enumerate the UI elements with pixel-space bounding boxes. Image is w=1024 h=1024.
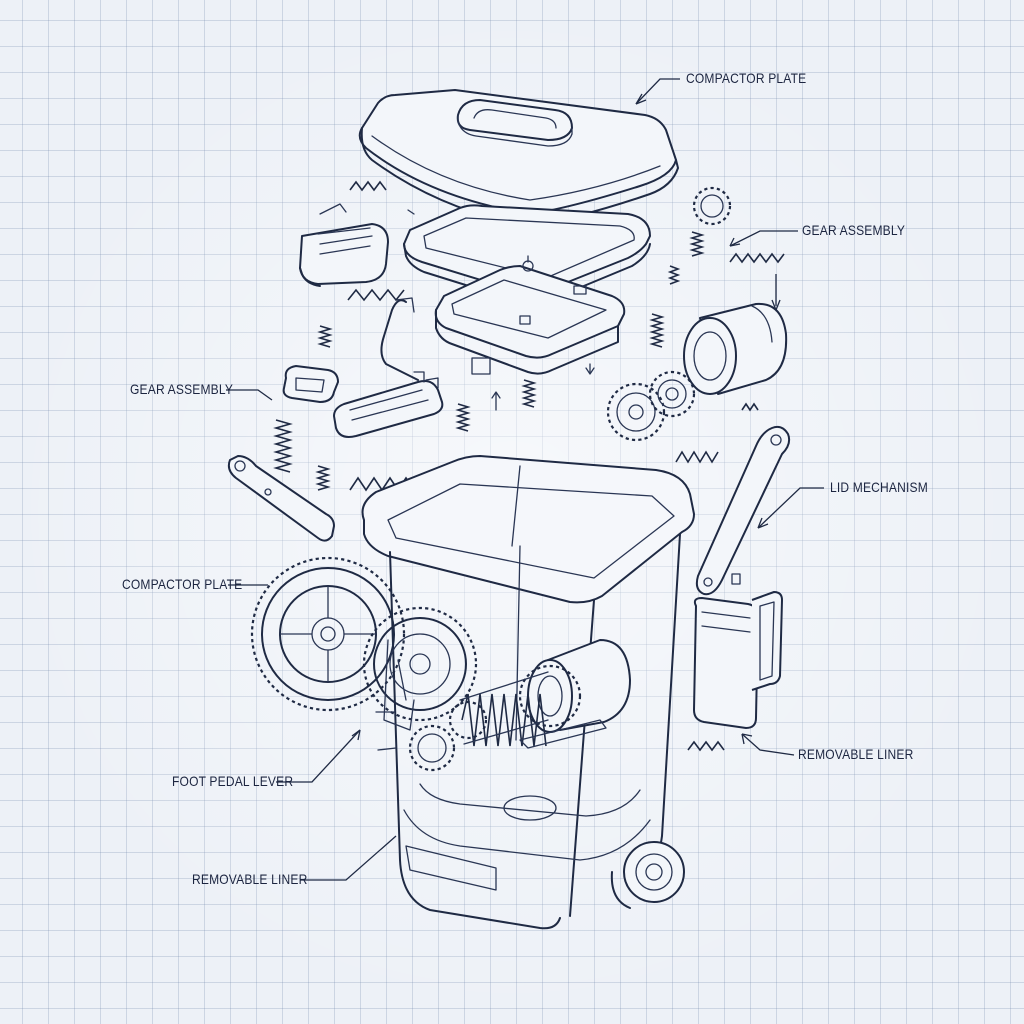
bin-body [361,455,695,930]
drive-motor [459,639,631,749]
label-compactor-plate-left: COMPACTOR PLATE [122,576,243,592]
springs [273,180,785,752]
gear-pair-upper [606,186,732,442]
motor-cylinder [683,302,788,395]
label-removable-liner-bottom: REMOVABLE LINER [192,871,308,887]
leader-lines [226,78,824,881]
label-foot-pedal-lever: FOOT PEDAL LEVER [172,773,294,789]
hood-bracket [299,203,389,287]
square-ring [282,365,339,403]
label-lid-mechanism: LID MECHANISM [830,479,928,495]
large-gear-assembly [250,556,488,772]
label-gear-assembly-right: GEAR ASSEMBLY [802,222,906,238]
top-lid [358,89,679,227]
label-gear-assembly-left: GEAR ASSEMBLY [130,381,234,397]
label-removable-liner-right: REMOVABLE LINER [798,746,914,762]
small-connectors [407,209,741,585]
switch-tray [333,371,444,438]
label-compactor-plate-top: COMPACTOR PLATE [686,70,807,86]
rod-wire [380,297,419,381]
left-lever-arm [227,455,335,542]
inner-plate [434,255,626,375]
battery-box [693,591,783,729]
right-lever-arm [695,425,791,596]
